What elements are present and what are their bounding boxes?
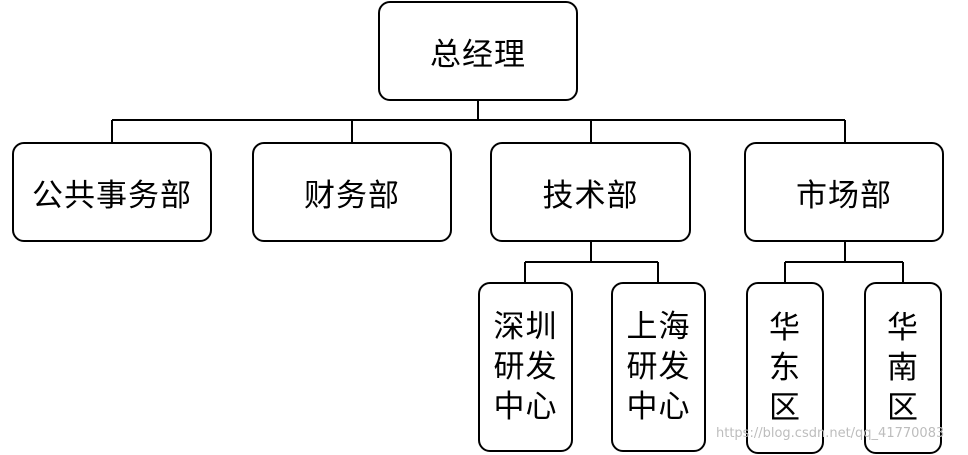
- node-south-china-region: 华南区: [864, 282, 942, 454]
- node-market-dept: 市场部: [744, 142, 944, 242]
- node-label: 技术部: [542, 177, 639, 214]
- node-shenzhen-rd-center: 深圳研发中心: [478, 282, 573, 452]
- node-shanghai-rd-center: 上海研发中心: [611, 282, 706, 452]
- node-label: 华东区: [769, 310, 801, 426]
- node-label: 市场部: [796, 177, 892, 214]
- node-label: 总经理: [430, 36, 526, 73]
- node-label: 华南区: [887, 310, 919, 426]
- node-label: 公共事务部: [32, 177, 192, 214]
- node-label: 上海研发中心: [626, 309, 691, 425]
- node-finance-dept: 财务部: [252, 142, 452, 242]
- node-general-manager: 总经理: [378, 1, 578, 101]
- node-east-china-region: 华东区: [746, 282, 824, 454]
- node-public-affairs-dept: 公共事务部: [12, 142, 212, 242]
- watermark-text: https://blog.csdn.net/qq_41770083: [716, 426, 945, 441]
- node-tech-dept: 技术部: [490, 142, 691, 242]
- node-label: 深圳研发中心: [493, 309, 558, 425]
- node-label: 财务部: [304, 177, 400, 214]
